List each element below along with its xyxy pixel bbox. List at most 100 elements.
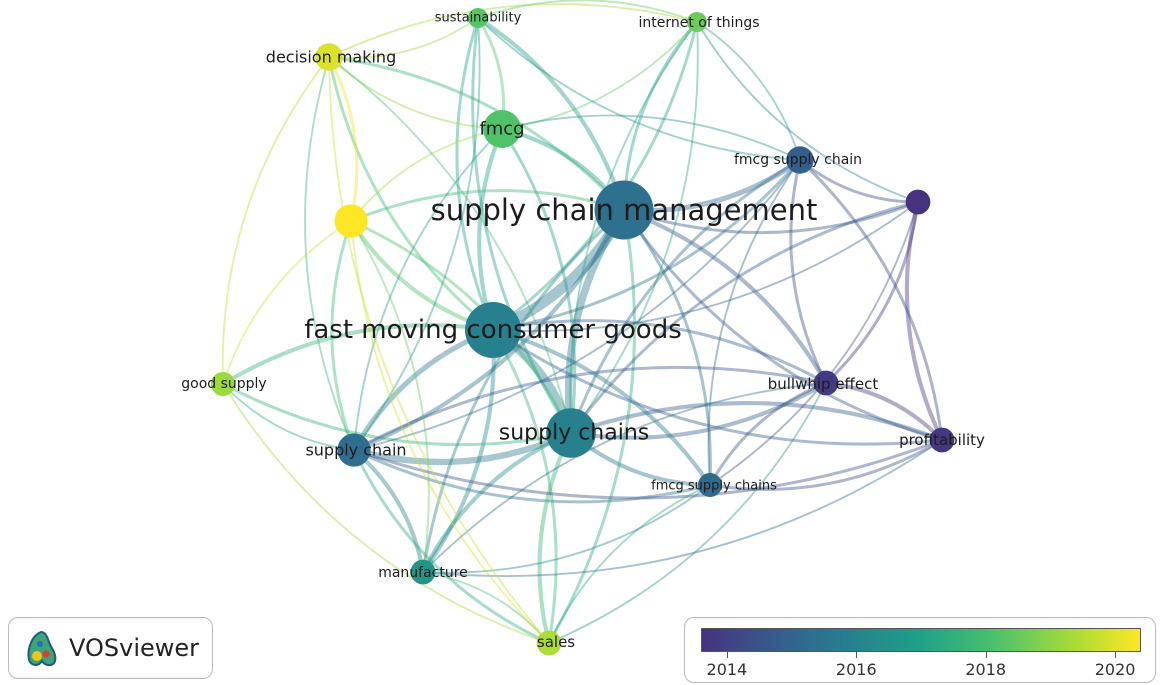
link-fmcgoods-profit (491, 328, 944, 446)
link-chains-profit (568, 401, 945, 443)
brand-name: VOSviewer (69, 634, 200, 662)
link-fmcgoods-bullwhip (491, 319, 828, 385)
link-scm-sales (547, 208, 636, 645)
link-decision-yellow (327, 55, 359, 223)
link-goodsupply-chain (222, 383, 355, 451)
link-fsc-chains (569, 158, 802, 435)
link-chain-bullwhip (352, 365, 828, 452)
link-sales-goodsupply (222, 383, 550, 644)
node-purple[interactable] (905, 189, 931, 215)
legend-tick-label: 2020 (1094, 660, 1136, 679)
vosviewer-logo-icon (27, 630, 57, 667)
node-iot[interactable] (687, 12, 707, 32)
node-label-decision[interactable]: decision making (266, 48, 396, 67)
node-label-chains[interactable]: supply chains (499, 421, 650, 446)
link-manufacture-fscs (422, 484, 711, 574)
link-fscs-purple (709, 201, 919, 486)
node-sustain[interactable] (468, 8, 488, 28)
link-yellow-fmcg (350, 128, 503, 222)
node-bullwhip[interactable] (813, 370, 839, 396)
node-fmcgoods[interactable] (465, 302, 521, 358)
link-fsc-fmcgoods (491, 158, 802, 332)
link-chain-manufacture (351, 447, 426, 575)
legend-tick-mark (726, 652, 728, 658)
link-manufacture-bullwhip (422, 382, 827, 573)
link-fmcgoods-sustain (455, 16, 495, 332)
link-chains-manufacture (420, 430, 574, 575)
link-sustain-chain (353, 17, 481, 451)
link-chains-bullwhip (568, 380, 829, 440)
year-gradient-bar (701, 628, 1141, 652)
node-label-sales[interactable]: sales (537, 633, 575, 651)
link-chains-sales (537, 430, 574, 646)
link-scm-bullwhip (621, 207, 829, 386)
link-yellow-goodsupply (222, 220, 352, 385)
link-iot-purple (696, 21, 919, 203)
node-scm[interactable] (594, 180, 654, 240)
link-iot-fsc (696, 21, 801, 161)
node-label-fmcg[interactable]: fmcg (479, 119, 524, 140)
link-chain-sales (352, 448, 551, 645)
node-fmcg[interactable] (483, 110, 521, 148)
link-scm-chain (351, 207, 627, 453)
link-manufacture-profit (422, 439, 943, 577)
link-chain-decision (304, 56, 355, 451)
link-scm-chains (565, 206, 628, 437)
link-chains-chain (350, 429, 575, 466)
node-label-bullwhip[interactable]: bullwhip effect (768, 375, 879, 393)
link-scm-purple (622, 200, 920, 235)
node-label-sustain[interactable]: sustainability (435, 11, 522, 26)
link-sustain-chains (471, 16, 573, 435)
node-label-scm[interactable]: supply chain management (431, 193, 818, 227)
link-scm-manufacture (421, 208, 626, 574)
node-label-fmcgoods[interactable]: fast moving consumer goods (304, 315, 682, 345)
link-fscs-fsc (707, 159, 801, 486)
node-label-manufacture[interactable]: manufacture (378, 565, 468, 581)
link-fsc-bullwhip (789, 158, 828, 385)
link-scm-profit (622, 208, 944, 442)
link-scm-yellow (349, 189, 626, 223)
node-goodsupply[interactable] (210, 371, 236, 397)
node-fsc[interactable] (786, 146, 814, 174)
link-fscs-profit (708, 438, 944, 491)
link-goodsupply-decision (221, 56, 330, 385)
link-yellow-sales (350, 220, 550, 644)
link-fsc-profit (798, 158, 944, 442)
node-label-chain[interactable]: supply chain (305, 441, 406, 460)
link-yellow-manufacture (350, 220, 430, 573)
node-profit[interactable] (929, 427, 955, 453)
link-manufacture-sales (422, 571, 550, 644)
node-yellow[interactable] (334, 204, 368, 238)
link-yellow-chain (330, 219, 356, 452)
node-label-goodsupply[interactable]: good supply (181, 376, 266, 392)
link-sustain-fsc (477, 17, 801, 161)
node-manufacture[interactable] (410, 559, 436, 585)
node-chains[interactable] (546, 408, 596, 458)
link-chain-fscs (352, 448, 712, 504)
labels-layer: supply chain management fast moving consu… (181, 11, 985, 652)
link-fmcgoods-decision (327, 55, 495, 332)
link-bullwhip-profit (823, 380, 945, 443)
node-label-profit[interactable]: profitability (899, 431, 985, 449)
link-scm-decision (327, 55, 626, 212)
link-decision-sustain (328, 17, 479, 59)
node-label-fscs[interactable]: fmcg supply chains (651, 479, 777, 494)
legend-tick-label: 2014 (706, 660, 748, 679)
link-decision-chains (328, 56, 572, 434)
link-decision-iot (328, 3, 698, 58)
node-label-iot[interactable]: internet of things (638, 15, 759, 31)
node-sales[interactable] (536, 630, 562, 656)
link-purple-chains (569, 200, 920, 435)
node-decision[interactable] (315, 43, 343, 71)
legend-tick-label: 2018 (965, 660, 1007, 679)
link-scm-sustain (475, 15, 627, 213)
nodes-layer (210, 8, 955, 656)
node-label-fsc[interactable]: fmcg supply chain (734, 152, 862, 168)
node-chain[interactable] (337, 433, 371, 467)
link-sustain-iot (477, 0, 698, 23)
link-sales-fscs (548, 484, 711, 644)
node-fscs[interactable] (697, 472, 723, 498)
link-purple-bullwhip (824, 200, 920, 385)
